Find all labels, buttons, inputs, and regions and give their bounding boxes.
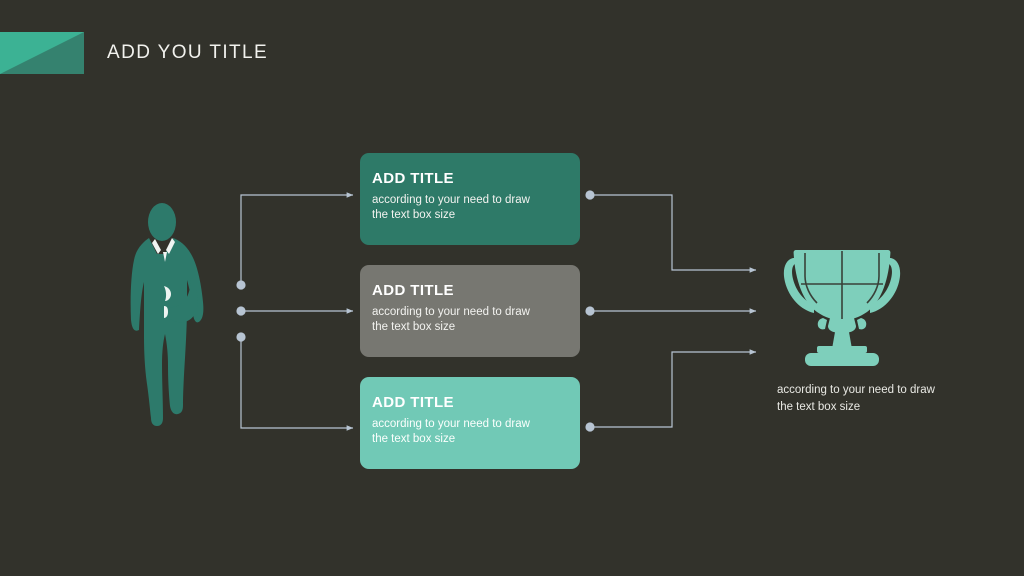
card-title: ADD TITLE <box>372 394 454 411</box>
businessman-silhouette-icon <box>127 202 211 430</box>
trophy-caption: according to your need to draw the text … <box>777 384 935 414</box>
connector-node <box>236 332 246 342</box>
card-item-2[interactable]: ADD TITLE according to your need to draw… <box>360 265 580 357</box>
connector-node <box>236 306 246 316</box>
connector-node <box>236 280 246 290</box>
logo-mark-icon <box>0 32 84 74</box>
trophy-icon <box>783 246 901 367</box>
card-item-3[interactable]: ADD TITLE according to your need to draw… <box>360 377 580 469</box>
card-item-1[interactable]: ADD TITLE according to your need to draw… <box>360 153 580 245</box>
connector-node <box>585 306 595 316</box>
card-body: according to your need to draw the text … <box>372 418 530 446</box>
connector-node <box>585 190 595 200</box>
card-title: ADD TITLE <box>372 170 454 187</box>
card-title: ADD TITLE <box>372 282 454 299</box>
card-body: according to your need to draw the text … <box>372 194 530 222</box>
page-title: ADD YOU TITLE <box>107 42 269 63</box>
connector-node <box>585 422 595 432</box>
card-body: according to your need to draw the text … <box>372 306 530 334</box>
